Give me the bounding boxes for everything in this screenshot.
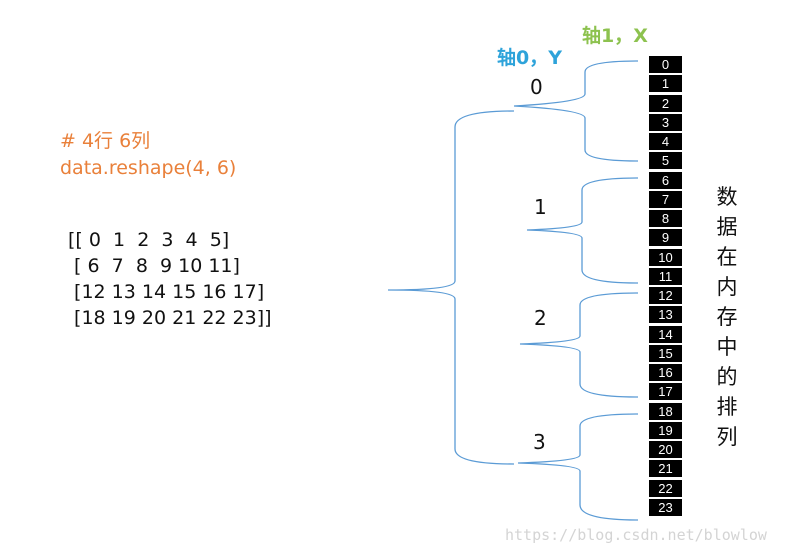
memory-cell: 16 xyxy=(649,364,682,381)
code-call: data.reshape(4, 6) xyxy=(60,157,237,179)
memory-cell: 19 xyxy=(649,421,682,439)
memory-cell: 13 xyxy=(649,306,682,324)
memory-cell: 1 xyxy=(649,75,682,93)
memory-cell: 18 xyxy=(649,402,682,420)
memory-cell: 20 xyxy=(649,441,682,458)
row-label-1: 1 xyxy=(534,195,547,219)
array-output: [[ 0 1 2 3 4 5] [ 6 7 8 9 10 11] [12 13 … xyxy=(68,227,272,331)
memory-cell: 4 xyxy=(649,133,682,150)
watermark: https://blog.csdn.net/blowlow xyxy=(505,526,767,544)
row-label-3: 3 xyxy=(533,430,546,454)
memory-cell: 11 xyxy=(649,267,682,285)
memory-cell: 8 xyxy=(649,210,682,227)
memory-cell: 15 xyxy=(649,344,682,362)
memory-cell: 5 xyxy=(649,152,682,170)
memory-cell: 7 xyxy=(649,190,682,208)
code-comment: # 4行 6列 xyxy=(60,130,151,152)
row-brace-3 xyxy=(517,413,639,521)
axis1-label: 轴1，X xyxy=(582,25,648,47)
memory-cell: 10 xyxy=(649,248,682,266)
memory-cell: 21 xyxy=(649,460,682,478)
memory-cell: 0 xyxy=(649,56,682,73)
code-block: # 4行 6列 data.reshape(4, 6) xyxy=(60,128,236,182)
row-label-0: 0 xyxy=(530,75,543,99)
memory-cell: 22 xyxy=(649,479,682,497)
memory-cell: 12 xyxy=(649,287,682,304)
memory-cell: 3 xyxy=(649,113,682,131)
memory-cell: 6 xyxy=(649,171,682,189)
memory-cell: 17 xyxy=(649,383,682,401)
axis0-label: 轴0，Y xyxy=(497,47,562,69)
memory-cell: 14 xyxy=(649,325,682,343)
array-row: [12 13 14 15 16 17] xyxy=(68,281,265,303)
row-label-2: 2 xyxy=(534,306,547,330)
memory-cell: 23 xyxy=(649,498,682,516)
memory-caption: 数据在内存中的排列 xyxy=(716,185,738,449)
row-brace-2 xyxy=(519,292,639,398)
array-row: [[ 0 1 2 3 4 5] xyxy=(68,229,230,251)
row-brace-0 xyxy=(513,60,639,162)
memory-cell: 2 xyxy=(649,94,682,112)
array-row: [ 6 7 8 9 10 11] xyxy=(68,255,240,277)
row-brace-1 xyxy=(526,177,639,284)
memory-cell: 9 xyxy=(649,229,682,247)
array-row: [18 19 20 21 22 23]] xyxy=(68,307,272,329)
outer-brace xyxy=(387,110,515,465)
